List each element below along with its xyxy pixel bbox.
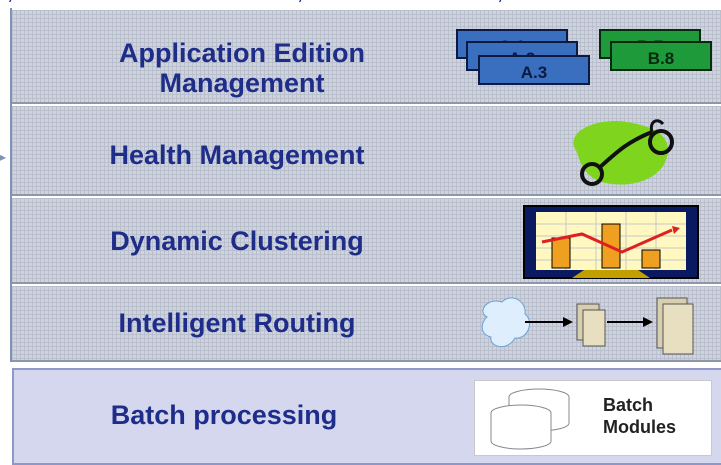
layer-health-management: Health Management bbox=[12, 104, 721, 196]
layer-batch-processing: Batch processing Batch Modules bbox=[12, 368, 721, 465]
stethoscope-icon bbox=[557, 112, 687, 192]
layer-title: Health Management bbox=[109, 140, 365, 170]
batch-modules-icon: Batch Modules bbox=[474, 380, 712, 456]
cropped-header: / / / bbox=[0, 0, 721, 6]
layer-title: Batch processing bbox=[110, 400, 338, 430]
layer-title: Application Edition Management bbox=[119, 38, 365, 98]
card-label: B.8 bbox=[648, 49, 674, 68]
layer-title: Intelligent Routing bbox=[118, 308, 356, 338]
routing-icon bbox=[477, 292, 707, 362]
layer-intelligent-routing: Intelligent Routing bbox=[12, 284, 721, 362]
card-label: A.3 bbox=[521, 63, 547, 82]
layer-application-edition-management: Application Edition Management A.1 A.2 A… bbox=[12, 8, 721, 104]
editions-icon: A.1 A.2 A.3 B.7 B.8 bbox=[455, 28, 715, 98]
chart-monitor-icon bbox=[522, 204, 702, 282]
layer-stack: Application Edition Management A.1 A.2 A… bbox=[10, 8, 721, 362]
batch-label-line2: Modules bbox=[603, 417, 677, 437]
layer-title: Dynamic Clustering bbox=[110, 226, 364, 256]
layer-dynamic-clustering: Dynamic Clustering bbox=[12, 196, 721, 284]
side-arrow-icon: ▸ bbox=[0, 150, 7, 164]
batch-label-line1: Batch bbox=[603, 395, 654, 415]
